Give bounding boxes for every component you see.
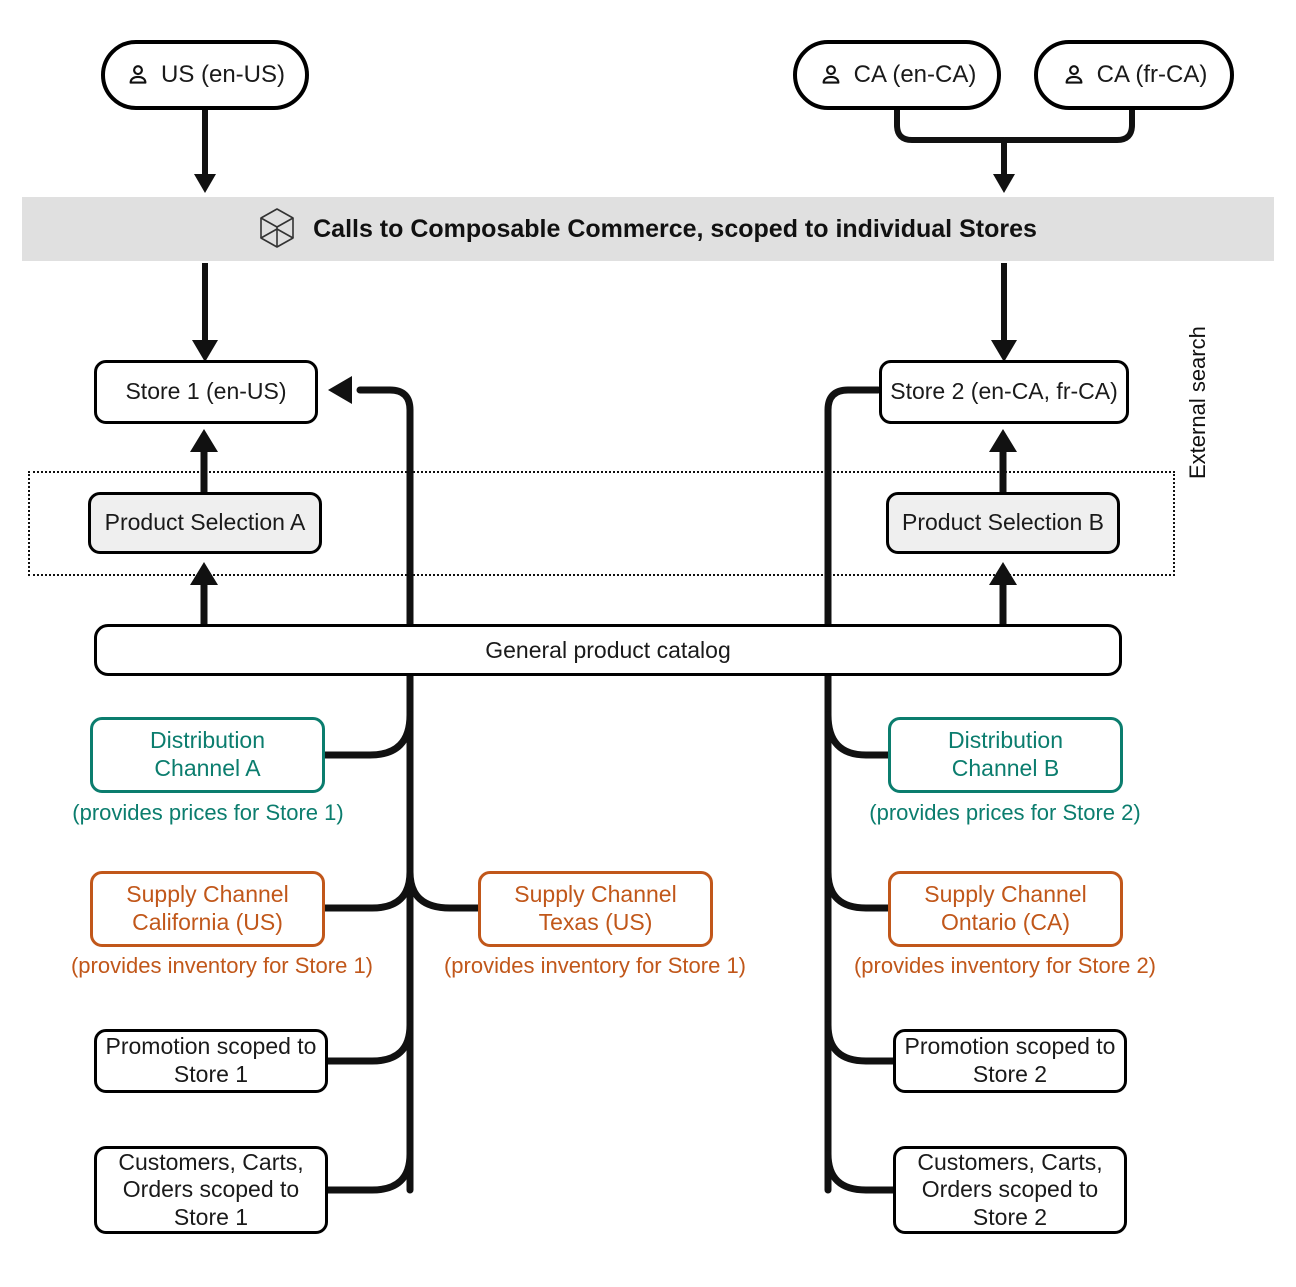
user-pill-us-label: US (en-US) [160,60,286,88]
promotion-store-2-line1: Promotion scoped to [904,1033,1116,1060]
supply-channel-ontario-line1: Supply Channel [924,881,1087,908]
arrow-catalog-to-productselectionA [190,562,218,624]
person-icon [818,62,844,88]
store-1-box[interactable]: Store 1 (en-US) [94,360,318,424]
promotion-store-1-line1: Promotion scoped to [105,1033,317,1060]
user-pill-ca-fr-label: CA (fr-CA) [1096,60,1208,88]
store-2-box[interactable]: Store 2 (en-CA, fr-CA) [879,360,1129,424]
supply-channel-ontario-line2: Ontario (CA) [940,909,1071,935]
supply-channel-california-line2: California (US) [132,909,283,935]
trunk-left-to-store1 [328,376,414,1194]
arrow-banner-to-store1 [192,263,218,362]
arrow-productselectionB-to-store2 [989,429,1017,492]
product-selection-a-box[interactable]: Product Selection A [88,492,322,554]
distribution-channel-b-line2: Channel B [951,755,1060,781]
arrow-productselectionA-to-store1 [190,429,218,492]
customers-carts-orders-store-1-box[interactable]: Customers, Carts, Orders scoped to Store… [94,1146,328,1234]
branch-promo2-to-trunk [824,1021,897,1065]
cco-store-1-line2: Orders scoped to [122,1176,300,1203]
product-selection-b-label: Product Selection B [901,509,1104,536]
store-1-label: Store 1 (en-US) [125,378,287,405]
cube-icon [259,207,295,251]
distribution-channel-a-line2: Channel A [154,755,261,781]
distribution-channel-b-box[interactable]: Distribution Channel B [888,717,1123,793]
distribution-channel-a-caption: (provides prices for Store 1) [72,800,344,825]
promotion-store-2-box[interactable]: Promotion scoped to Store 2 [893,1029,1127,1093]
branch-dcb-to-trunk [824,711,897,759]
arrow-ca-merge-to-banner [894,107,1135,193]
distribution-channel-b-caption: (provides prices for Store 2) [869,800,1141,825]
user-pill-ca-en[interactable]: CA (en-CA) [793,40,1001,110]
product-selection-a-label: Product Selection A [104,509,306,536]
supply-channel-california-caption: (provides inventory for Store 1) [70,953,374,978]
supply-channel-california-box[interactable]: Supply Channel California (US) [90,871,325,947]
supply-channel-texas-line2: Texas (US) [538,909,653,935]
branch-promo1-to-trunk [324,1021,414,1065]
supply-channel-ontario-box[interactable]: Supply Channel Ontario (CA) [888,871,1123,947]
arrow-catalog-to-productselectionB [989,562,1017,624]
banner-label: Calls to Composable Commerce, scoped to … [313,214,1037,243]
promotion-store-1-box[interactable]: Promotion scoped to Store 1 [94,1029,328,1093]
composable-commerce-banner: Calls to Composable Commerce, scoped to … [22,197,1274,261]
user-pill-ca-en-label: CA (en-CA) [853,60,977,88]
person-icon [1061,62,1087,88]
branch-scon-to-trunk [824,868,897,912]
user-pill-us[interactable]: US (en-US) [101,40,309,110]
customers-carts-orders-store-2-box[interactable]: Customers, Carts, Orders scoped to Store… [893,1146,1127,1234]
external-search-region [28,471,1175,576]
distribution-channel-a-line1: Distribution [149,727,266,754]
branch-sctx-to-trunk [406,868,482,912]
cco-store-2-line3: Store 2 [972,1203,1048,1230]
supply-channel-california-line1: Supply Channel [126,881,289,908]
supply-channel-ontario-caption: (provides inventory for Store 2) [853,953,1157,978]
general-product-catalog-box[interactable]: General product catalog [94,624,1122,676]
branch-sca-to-trunk [321,868,414,912]
branch-dca-to-trunk [321,711,414,759]
branch-cco2-to-trunk [824,1150,897,1194]
supply-channel-texas-box[interactable]: Supply Channel Texas (US) [478,871,713,947]
branch-cco1-to-trunk [324,1150,414,1194]
cco-store-2-line2: Orders scoped to [921,1176,1099,1203]
arrow-banner-to-store2 [991,263,1017,362]
supply-channel-texas-caption: (provides inventory for Store 1) [443,953,747,978]
cco-store-1-line3: Store 1 [173,1203,249,1230]
general-product-catalog-label: General product catalog [485,636,731,663]
cco-store-2-line1: Customers, Carts, [917,1148,1103,1175]
cco-store-1-line1: Customers, Carts, [118,1148,304,1175]
product-selection-b-box[interactable]: Product Selection B [886,492,1120,554]
store-2-label: Store 2 (en-CA, fr-CA) [890,378,1118,405]
distribution-channel-b-line1: Distribution [947,727,1064,754]
external-search-label: External search [1185,326,1210,479]
distribution-channel-a-box[interactable]: Distribution Channel A [90,717,325,793]
promotion-store-2-line2: Store 2 [972,1061,1048,1087]
supply-channel-texas-line1: Supply Channel [514,881,677,908]
arrow-us-to-banner [194,110,216,193]
promotion-store-1-line2: Store 1 [173,1061,249,1087]
person-icon [125,62,151,88]
user-pill-ca-fr[interactable]: CA (fr-CA) [1034,40,1234,110]
